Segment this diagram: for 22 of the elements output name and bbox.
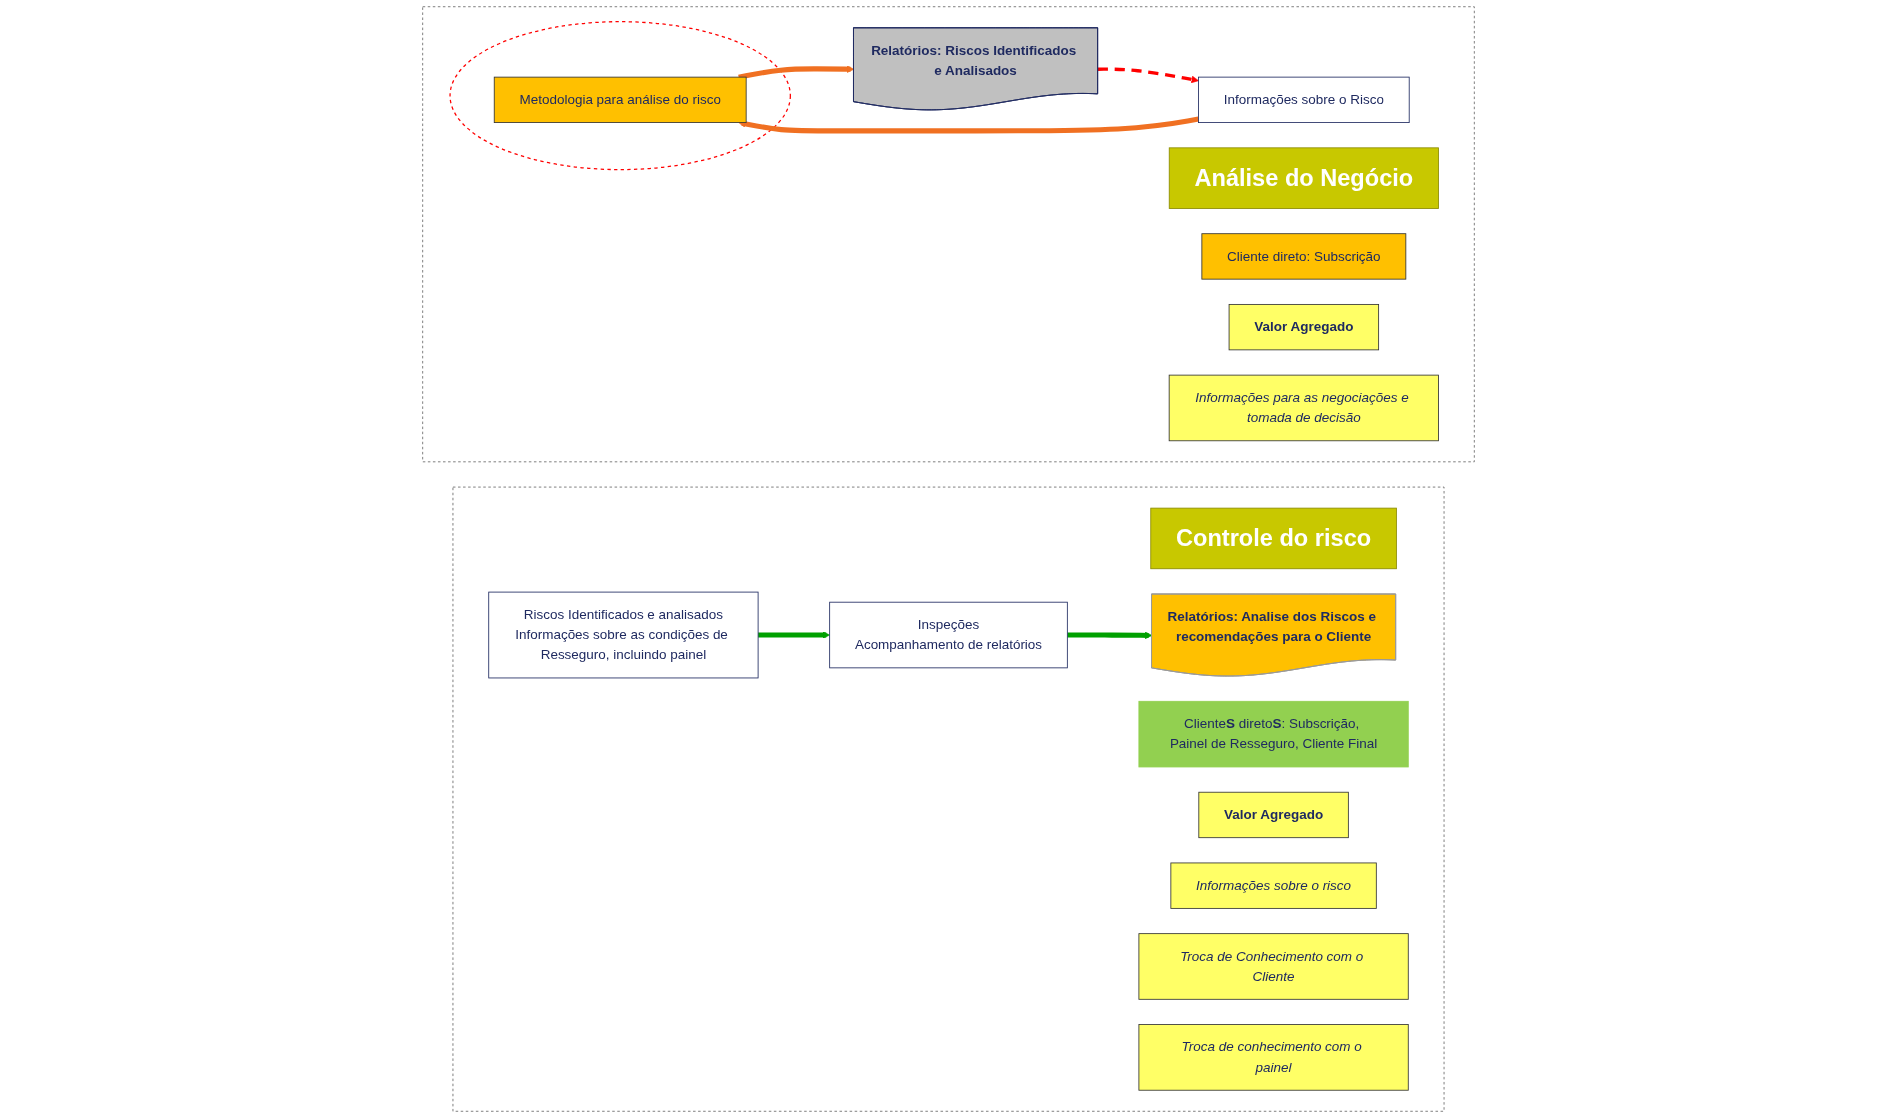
arrow [758,631,830,639]
arrow [1067,631,1153,640]
node-box: Análise do Negócio [1168,147,1439,209]
node-box: Informações sobre o Risco [1198,76,1410,123]
cluster [452,486,1445,1112]
node-box: Troca de Conhecimento com o Cliente [1138,933,1409,1000]
node-box: Riscos Identificados e analisados Informações sobre as condições de Resseguro, incluindo painel [488,591,759,679]
node-box: Informações sobre o risco [1170,862,1377,909]
arrow [738,116,1199,134]
node-box: Valor Agregado [1198,791,1349,839]
node-box: ClienteS diretoS: Subscrição, Painel de Resseguro, Cliente Final [1138,700,1409,768]
arrow [738,65,855,80]
node-box: Valor Agregado [1228,304,1380,351]
node-box: Informações para as negociações e tomada de decisão [1168,374,1439,442]
node-box: Controle do risco [1150,507,1397,570]
cluster [422,6,1475,463]
node-box: Cliente direto: Subscrição [1201,233,1407,280]
node-box: Inspeções Acompanhamento de relatórios [829,601,1068,669]
cluster [449,21,791,171]
arrow [1098,67,1199,84]
node-box: Troca de conhecimento com o painel [1138,1024,1409,1091]
node-box: Metodologia para análise do risco [493,76,747,123]
